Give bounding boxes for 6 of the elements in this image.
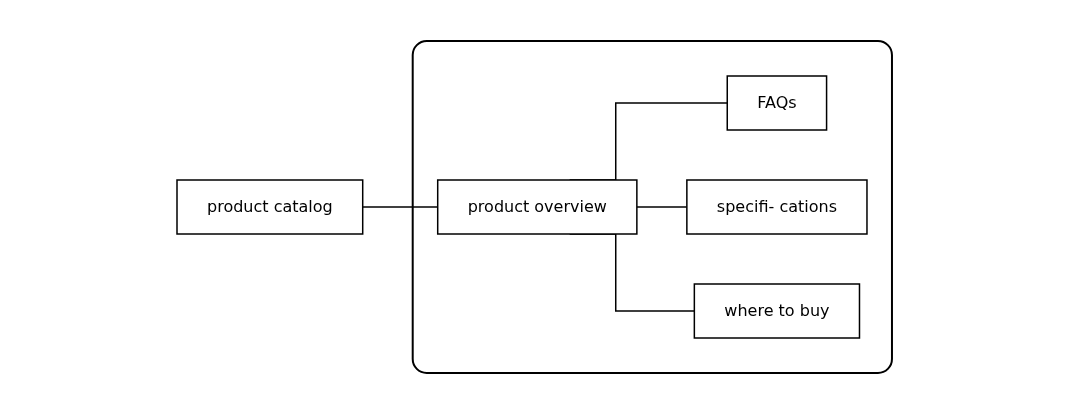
node-box: specifi- cations — [685, 179, 868, 235]
cluster — [411, 40, 893, 374]
node-box: where to buy — [693, 283, 860, 339]
node-box: product overview — [436, 179, 638, 235]
node-box: FAQs — [726, 75, 827, 131]
node-box: product catalog — [175, 179, 363, 235]
